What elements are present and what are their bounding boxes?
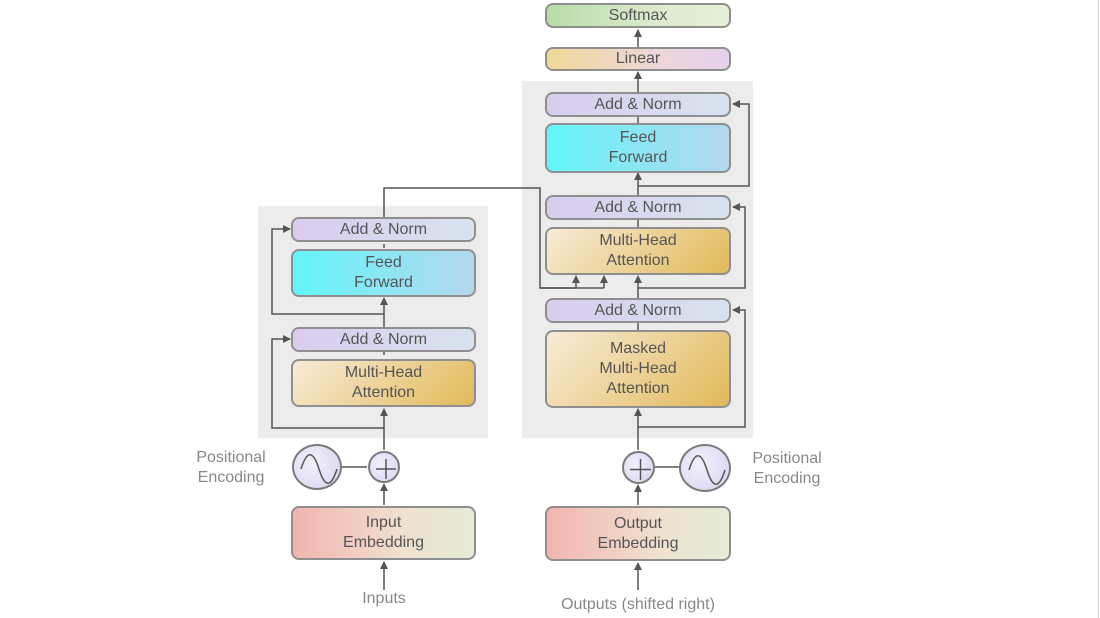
decoder-add-norm-top: Add & Norm xyxy=(545,92,731,117)
decoder-plus-icon xyxy=(622,451,655,484)
residual-encoder-2 xyxy=(271,225,384,315)
page-edge-divider xyxy=(1098,0,1099,618)
decoder-add-norm-mid: Add & Norm xyxy=(545,195,731,220)
encoder-add-norm-bottom: Add & Norm xyxy=(291,327,476,352)
encoder-feed-forward: Feed Forward xyxy=(291,249,476,297)
encoder-plus-icon xyxy=(368,451,400,483)
decoder-add-norm-bottom: Add & Norm xyxy=(545,298,731,323)
outputs-shifted-right-label: Outputs (shifted right) xyxy=(561,596,715,613)
inputs-label: Inputs xyxy=(362,590,406,607)
linear-box: Linear xyxy=(545,47,731,71)
residual-decoder-3 xyxy=(638,100,750,187)
decoder-multi-head-attention: Multi-Head Attention xyxy=(545,227,731,275)
input-embedding: Input Embedding xyxy=(291,506,476,560)
residual-decoder-1 xyxy=(638,306,746,428)
residual-decoder-2 xyxy=(638,203,746,289)
encoder-add-norm-top: Add & Norm xyxy=(291,217,476,242)
residual-encoder-1 xyxy=(271,335,384,429)
decoder-feed-forward: Feed Forward xyxy=(545,123,731,173)
decoder-sine-wave-icon xyxy=(679,444,731,492)
decoder-masked-multi-head-attention: Masked Multi-Head Attention xyxy=(545,330,731,408)
encoder-positional-encoding-label: Positional Encoding xyxy=(196,449,266,486)
softmax-box: Softmax xyxy=(545,3,731,28)
encoder-sine-wave-icon xyxy=(292,444,342,490)
output-embedding: Output Embedding xyxy=(545,506,731,561)
encoder-multi-head-attention: Multi-Head Attention xyxy=(291,359,476,407)
decoder-positional-encoding-label: Positional Encoding xyxy=(752,450,822,487)
